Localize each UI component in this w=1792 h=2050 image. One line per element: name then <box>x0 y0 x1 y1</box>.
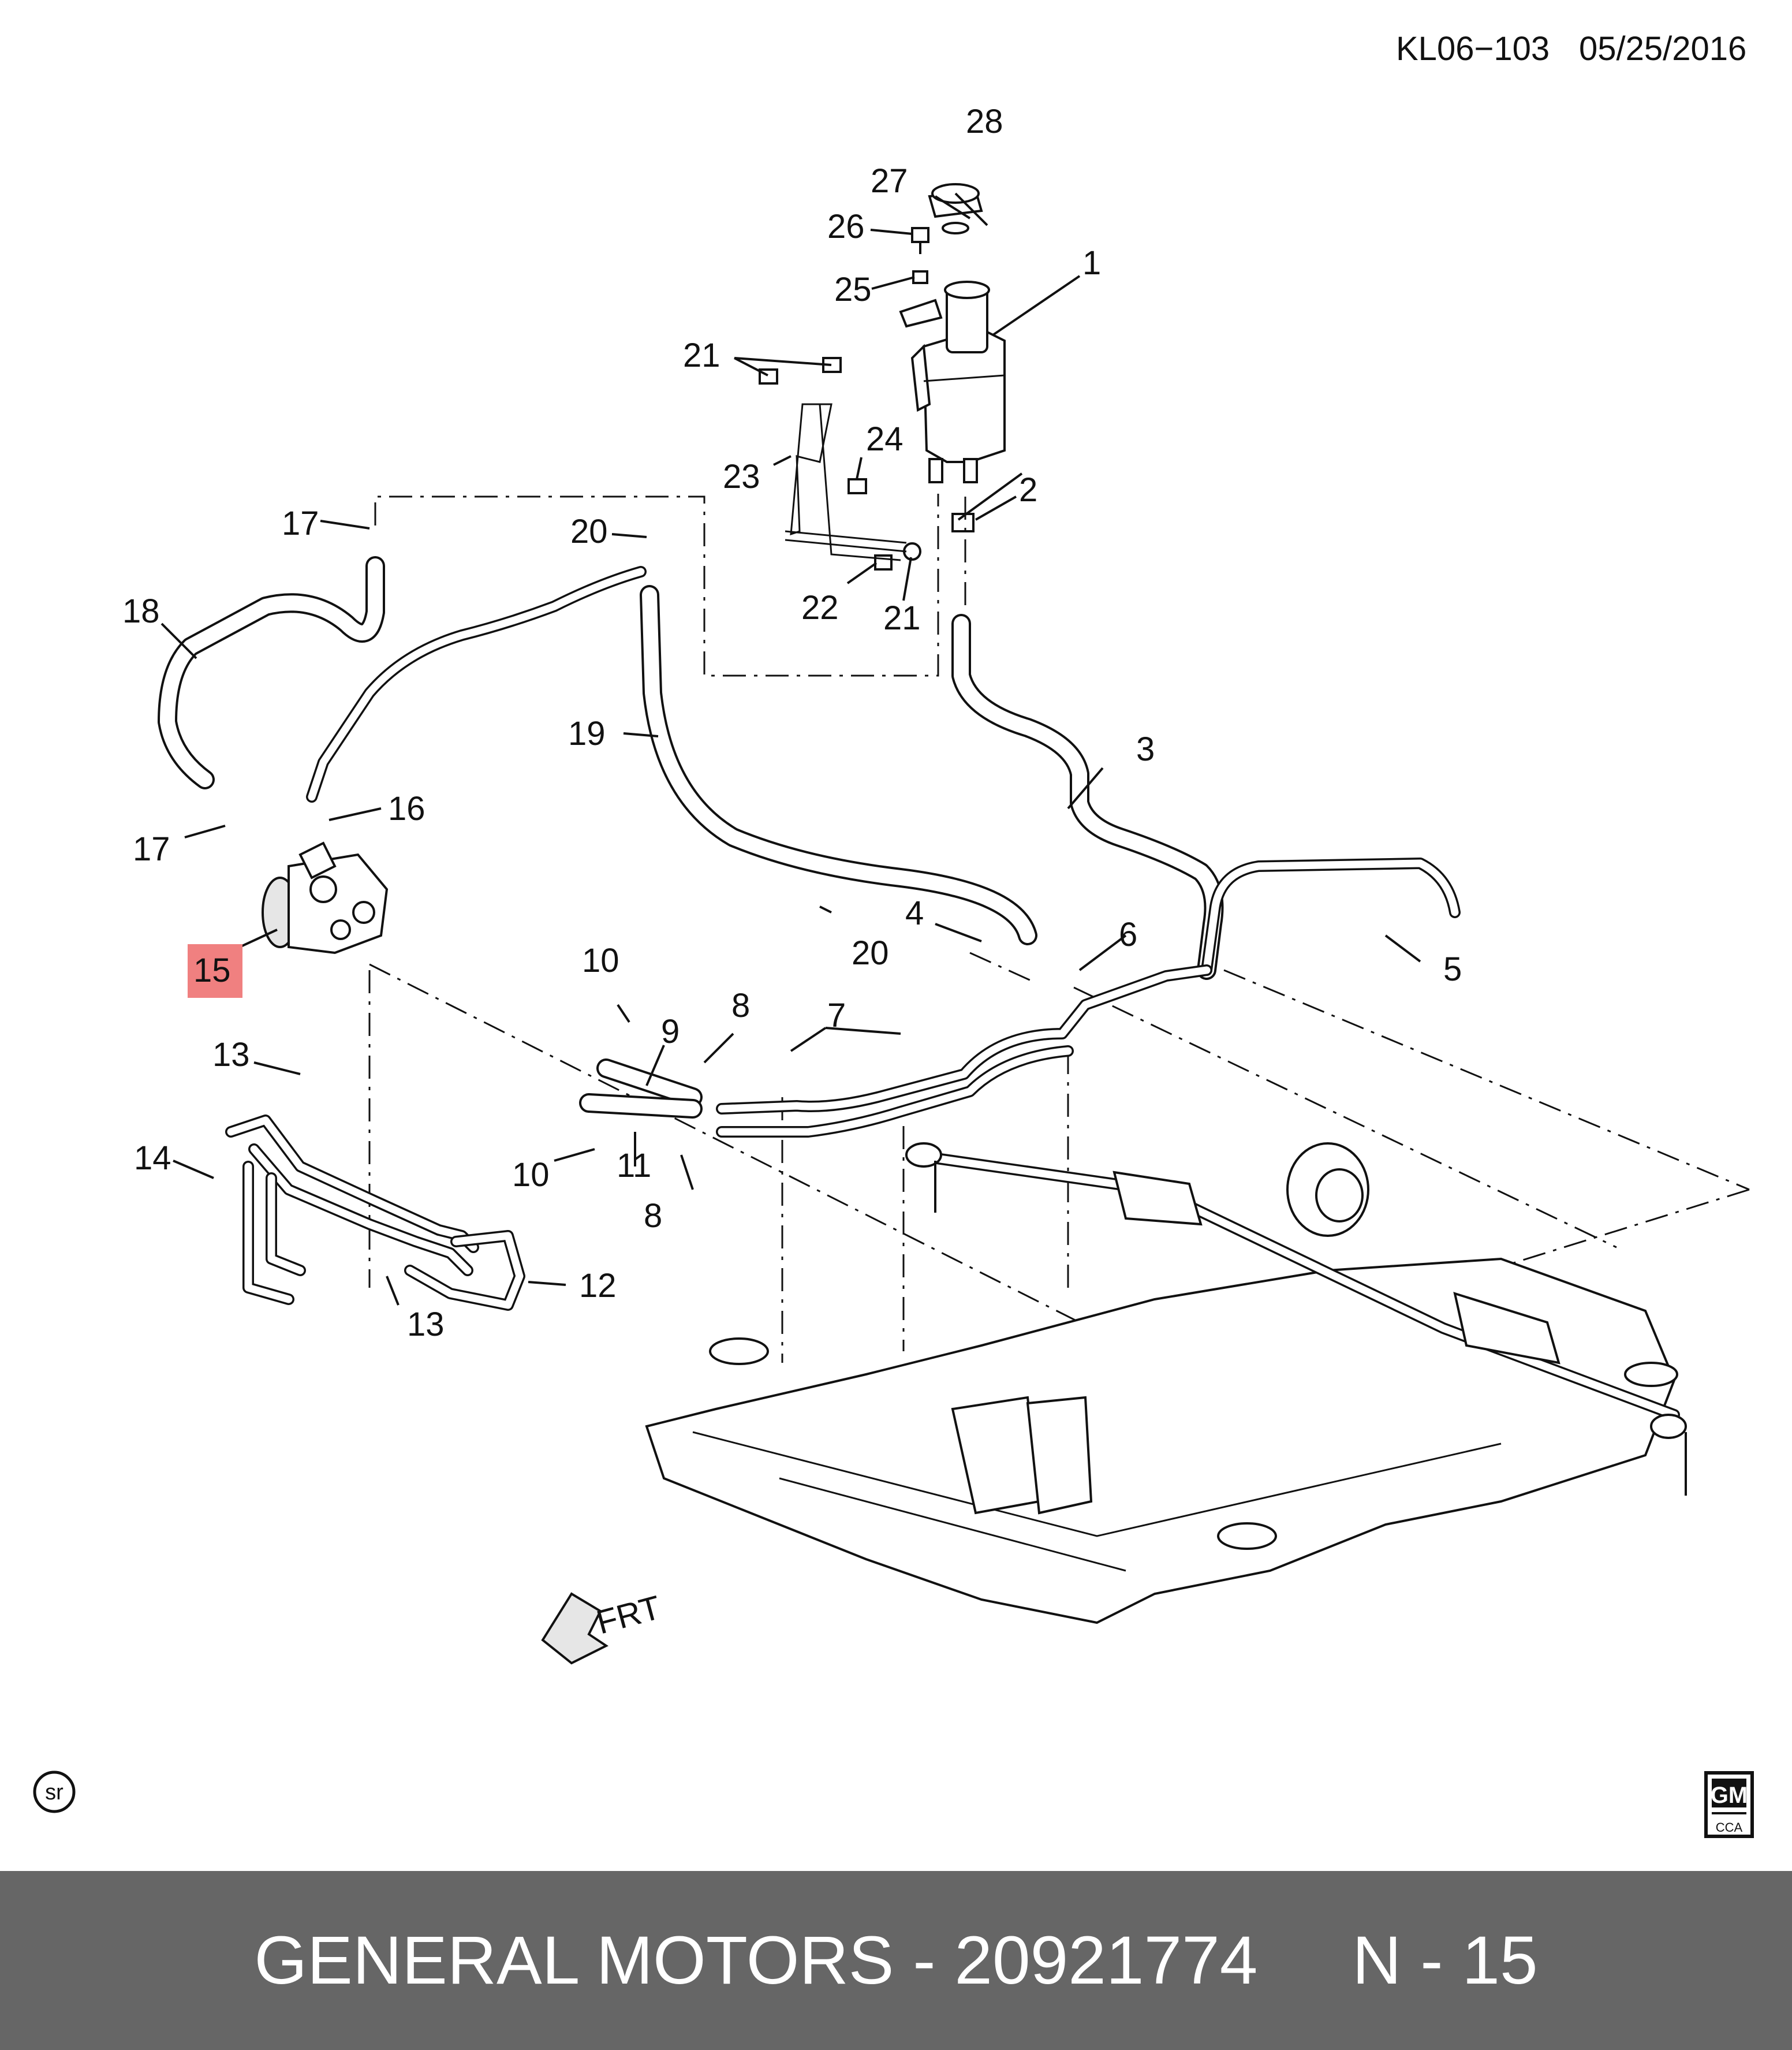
callout-7: 7 <box>827 997 846 1034</box>
diagram-code: KL06−103 <box>1396 30 1550 68</box>
footer-bar <box>0 1871 1792 2050</box>
callout-11: 11 <box>617 1147 651 1184</box>
cooler-pipe-12 <box>225 1115 525 1311</box>
callout-3: 3 <box>1136 730 1155 768</box>
steering-gear <box>905 1142 1687 1496</box>
gm-logo-text: GM <box>1711 1783 1748 1808</box>
inlet-hose-18 <box>158 556 385 789</box>
front-subframe <box>645 1257 1678 1624</box>
highlight-box <box>188 944 242 998</box>
callout-17b: 17 <box>133 830 170 868</box>
callout-27: 27 <box>871 162 908 200</box>
callout-20a: 20 <box>570 513 608 550</box>
callout-24: 24 <box>866 420 904 458</box>
diagram-date: 05/25/2016 <box>1579 30 1746 68</box>
callout-21a: 21 <box>683 337 720 374</box>
return-hose-3 <box>951 614 1224 980</box>
reservoir-bracket <box>785 403 907 561</box>
gm-logo-subtext: CCA <box>1716 1820 1743 1835</box>
callout-5: 5 <box>1443 951 1462 988</box>
callout-2: 2 <box>1019 471 1037 509</box>
callout-17a: 17 <box>282 505 319 542</box>
callout-25: 25 <box>834 271 872 308</box>
callout-13b: 13 <box>407 1306 445 1343</box>
frt-label: FRT <box>593 1589 665 1642</box>
callout-13a: 13 <box>212 1036 250 1074</box>
pressure-line-upper <box>306 566 647 803</box>
callout-12: 12 <box>579 1267 617 1304</box>
leader-lines <box>734 192 1081 601</box>
fluid-reservoir <box>899 281 1006 483</box>
callout-16: 16 <box>388 790 425 828</box>
callout-21b: 21 <box>883 599 921 637</box>
pressure-line-5 <box>1201 858 1461 976</box>
callout-15: 15 <box>193 952 231 989</box>
short-hoses-9-11 <box>579 1058 703 1119</box>
power-steering-pump <box>262 841 389 955</box>
callout-1: 1 <box>1082 244 1101 282</box>
callout-28: 28 <box>966 103 1003 140</box>
callout-18: 18 <box>122 592 160 630</box>
callout-8b: 8 <box>644 1197 662 1235</box>
callout-numbers: 1 2 3 4 5 6 7 8 8 9 10 10 11 12 13 13 14… <box>122 103 1462 1343</box>
callout-23: 23 <box>723 458 760 495</box>
callout-22: 22 <box>801 589 839 627</box>
footer-caption: GENERAL MOTORS - 20921774 N - 15 <box>254 1922 1538 1999</box>
callout-26: 26 <box>827 208 865 245</box>
gm-logo: GM CCA <box>1704 1771 1754 1838</box>
front-direction-arrow: FRT <box>541 1589 665 1665</box>
callout-10a: 10 <box>582 942 619 979</box>
sr-symbol: sr <box>33 1771 76 1813</box>
callout-4: 4 <box>905 894 924 932</box>
cooler-lines <box>716 964 1212 1138</box>
assembly-lines <box>368 494 1750 1363</box>
sr-text: sr <box>45 1780 64 1805</box>
callout-6: 6 <box>1119 916 1137 953</box>
reservoir-fasteners <box>759 227 975 571</box>
callout-9: 9 <box>661 1013 680 1050</box>
reservoir-cap <box>928 183 983 234</box>
callout-19: 19 <box>568 715 606 752</box>
callout-14: 14 <box>134 1139 171 1177</box>
pressure-hose-19 <box>640 585 1037 945</box>
callout-10b: 10 <box>512 1156 550 1194</box>
callout-8a: 8 <box>731 987 750 1024</box>
callout-20b: 20 <box>852 934 889 972</box>
